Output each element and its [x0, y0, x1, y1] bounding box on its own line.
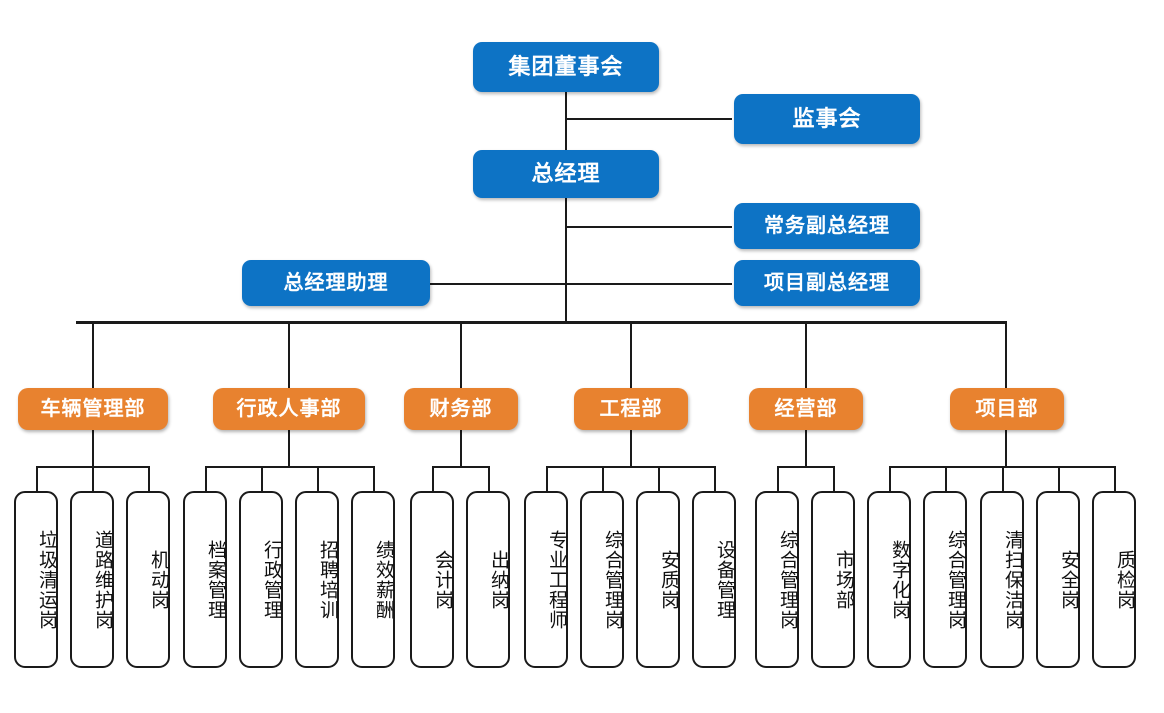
- node-department-admin-hr[interactable]: 行政人事部: [213, 388, 365, 430]
- connector-post-drop-5: [261, 466, 263, 491]
- connector-post-drop-17: [945, 466, 947, 491]
- connector-post-drop-18: [1002, 466, 1004, 491]
- connector-gm-to-project-vice: [565, 283, 732, 285]
- connector-drop-admin-hr: [288, 321, 290, 388]
- node-post-comprehensive-management-ops[interactable]: 综合管理岗: [755, 491, 799, 668]
- connector-drop-operations: [805, 321, 807, 388]
- node-post-professional-engineer[interactable]: 专业工程师: [524, 491, 568, 668]
- node-department-project[interactable]: 项目部: [950, 388, 1064, 430]
- node-supervisory-board[interactable]: 监事会: [734, 94, 920, 144]
- connector-post-drop-1: [36, 466, 38, 491]
- connector-post-drop-14: [777, 466, 779, 491]
- connector-post-drop-8: [432, 466, 434, 491]
- node-department-engineering[interactable]: 工程部: [574, 388, 688, 430]
- connector-bus-engineering: [546, 466, 714, 468]
- node-post-performance-compensation[interactable]: 绩效薪酬: [351, 491, 395, 668]
- node-general-manager-assistant[interactable]: 总经理助理: [242, 260, 430, 306]
- connector-bus-admin-hr: [205, 466, 373, 468]
- connector-department-bus: [76, 321, 1006, 324]
- node-post-marketing[interactable]: 市场部: [811, 491, 855, 668]
- node-post-equipment-management[interactable]: 设备管理: [692, 491, 736, 668]
- node-post-comprehensive-management-eng[interactable]: 综合管理岗: [580, 491, 624, 668]
- node-post-comprehensive-management-proj[interactable]: 综合管理岗: [923, 491, 967, 668]
- connector-post-drop-11: [602, 466, 604, 491]
- connector-post-drop-6: [317, 466, 319, 491]
- connector-post-drop-4: [205, 466, 207, 491]
- connector-gm-to-exec-vice: [565, 226, 732, 228]
- node-post-safety-quality[interactable]: 安质岗: [636, 491, 680, 668]
- node-post-waste-transport[interactable]: 垃圾清运岗: [14, 491, 58, 668]
- node-board-of-directors[interactable]: 集团董事会: [473, 42, 659, 92]
- connector-post-drop-2: [92, 466, 94, 491]
- node-department-vehicle[interactable]: 车辆管理部: [18, 388, 168, 430]
- connector-post-drop-20: [1114, 466, 1116, 491]
- node-post-digitalization[interactable]: 数字化岗: [867, 491, 911, 668]
- node-post-cleaning-sanitation[interactable]: 清扫保洁岗: [980, 491, 1024, 668]
- connector-gm-trunk-down: [565, 198, 567, 322]
- node-post-quality-inspection[interactable]: 质检岗: [1092, 491, 1136, 668]
- connector-stem-finance: [460, 428, 462, 466]
- connector-bus-operations: [777, 466, 833, 468]
- connector-post-drop-15: [833, 466, 835, 491]
- connector-drop-finance: [460, 321, 462, 388]
- connector-post-drop-13: [714, 466, 716, 491]
- connector-drop-vehicle: [92, 321, 94, 388]
- connector-post-drop-19: [1058, 466, 1060, 491]
- node-post-recruitment-training[interactable]: 招聘培训: [295, 491, 339, 668]
- node-post-accounting[interactable]: 会计岗: [410, 491, 454, 668]
- connector-drop-project: [1005, 321, 1007, 388]
- node-post-cashier[interactable]: 出纳岗: [466, 491, 510, 668]
- node-executive-vice-general-manager[interactable]: 常务副总经理: [734, 203, 920, 249]
- connector-post-drop-12: [658, 466, 660, 491]
- node-post-road-maintenance[interactable]: 道路维护岗: [70, 491, 114, 668]
- node-project-vice-general-manager[interactable]: 项目副总经理: [734, 260, 920, 306]
- node-general-manager[interactable]: 总经理: [473, 150, 659, 198]
- connector-bus-finance: [432, 466, 488, 468]
- connector-post-drop-10: [546, 466, 548, 491]
- connector-post-drop-16: [889, 466, 891, 491]
- node-department-finance[interactable]: 财务部: [404, 388, 518, 430]
- node-post-administrative-management[interactable]: 行政管理: [239, 491, 283, 668]
- node-post-safety[interactable]: 安全岗: [1036, 491, 1080, 668]
- connector-post-drop-3: [148, 466, 150, 491]
- node-post-flexible-duty[interactable]: 机动岗: [126, 491, 170, 668]
- connector-stem-project: [1005, 428, 1007, 466]
- connector-drop-engineering: [630, 321, 632, 388]
- connector-post-drop-7: [373, 466, 375, 491]
- node-post-archive-management[interactable]: 档案管理: [183, 491, 227, 668]
- connector-post-drop-9: [488, 466, 490, 491]
- connector-stem-vehicle: [92, 428, 94, 466]
- connector-bus-project: [889, 466, 1114, 468]
- connector-board-to-gm: [565, 92, 567, 152]
- connector-stem-admin-hr: [288, 428, 290, 466]
- node-department-operations[interactable]: 经营部: [749, 388, 863, 430]
- connector-gm-trunk-to-supervisory: [565, 118, 732, 120]
- connector-stem-engineering: [630, 428, 632, 466]
- connector-stem-operations: [805, 428, 807, 466]
- connector-gm-assistant-to-trunk: [430, 283, 566, 285]
